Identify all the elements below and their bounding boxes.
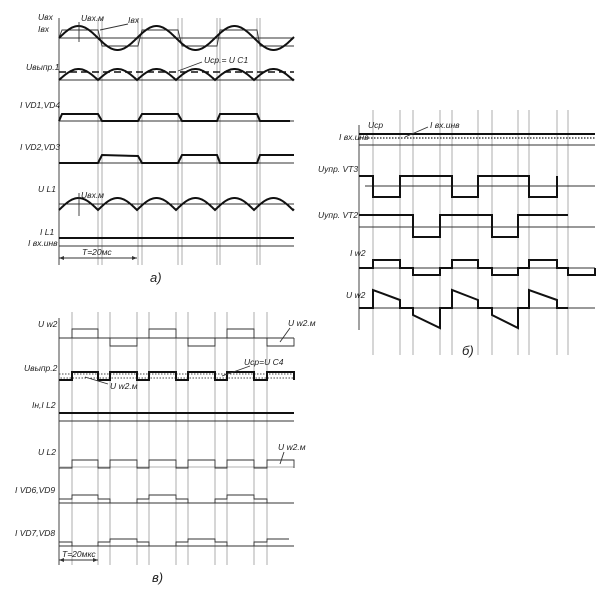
label-u-avg-c4: Ucp=U C4 [244,357,284,367]
label-u-l2: U L2 [38,447,56,457]
label-i-in-inv-note: I вх.инв [430,120,460,130]
label-u-w2-m3: U w2.м [278,442,306,452]
u-ctrl-vt3-wave [359,175,558,198]
label-u-rect1: Uвыпр.1 [26,62,60,72]
label-u-ctrl-vt3: Uупр. VT3 [318,164,358,174]
i-in-square-wave [58,29,294,47]
label-i-in: Iвх [38,24,50,34]
i-vd69-wave [59,494,268,504]
u-l1-wave [58,197,295,212]
label-u-avg-c1: Ucp.= U C1 [204,55,248,65]
label-period-v: T=20мкс [62,549,96,559]
panel-b: Ucp I вх.инв I вх.инв Uупр. VT3 Uупр. VT… [318,110,596,358]
u-avg-c4-leader [221,365,251,377]
i-vd78-wave [59,538,289,547]
label-i-in-note: Iвх [128,15,140,25]
u-rect1-wave [58,68,295,82]
label-i-l1: I L1 [40,227,54,237]
label-u-w2: U w2 [346,290,366,300]
label-u-w2-m2: U w2.м [110,381,138,391]
label-i-load: Iн,I L2 [32,400,56,410]
caption-b: б) [462,343,474,358]
label-u-w2-m: U w2.м [288,318,316,328]
u-ctrl-vt2-wave [359,214,568,238]
label-i-in-inv: I вх.инв [339,132,369,142]
label-i-vd78: I VD7,VD8 [15,528,55,538]
u-avg-c1-leader [177,61,203,72]
u-l2-wave [59,459,295,469]
label-u-in-m: Uвх.м [81,13,104,23]
u-rect2-wave [59,371,295,381]
i-in-inv-leader [404,126,429,138]
label-u-rect2: Uвыпр.2 [24,363,58,373]
label-i-w2: I w2 [350,248,366,258]
u-w2-wave [359,288,568,330]
panel-v: U w2 U w2.м Uвыпр.2 Ucp=U C4 U w2.м Iн,I… [15,312,316,585]
label-u-l1: U L1 [38,184,56,194]
label-i-vd14: I VD1,VD4 [20,100,60,110]
label-i-vd69: I VD6,VD9 [15,485,55,495]
panel-a: Uвх Iвх Uвх.м Iвх Uвыпр.1 Ucp.= U C1 I V… [20,12,295,285]
i-vd23-wave [59,153,294,164]
label-v-u-w2: U w2 [38,319,58,329]
label-period-a: T=20мс [82,247,112,257]
u-w2-m-leader [279,327,291,343]
i-vd14-wave [58,113,290,122]
label-i-in-inv: I вх.инв [28,238,58,248]
label-i-vd23: I VD2,VD3 [20,142,60,152]
u-w2-m3-leader [279,451,285,465]
v-u-w2-wave [71,328,295,347]
i-in-leader [99,23,129,31]
label-u-ctrl-vt2: Uупр. VT2 [318,210,358,220]
u-w2-m2-leader [84,376,109,385]
panel-b-grid-lines [372,110,569,355]
label-u-in: Uвх [38,12,54,22]
label-u-avg: Ucp [368,120,383,130]
caption-v: в) [152,570,163,585]
panel-a-grid-lines [97,18,261,265]
i-w2-wave [359,259,596,276]
u-in-sine-wave [58,25,295,51]
label-u-in-m2: Uвх.м [81,190,104,200]
caption-a: а) [150,270,162,285]
panel-v-grid-lines [71,312,268,565]
